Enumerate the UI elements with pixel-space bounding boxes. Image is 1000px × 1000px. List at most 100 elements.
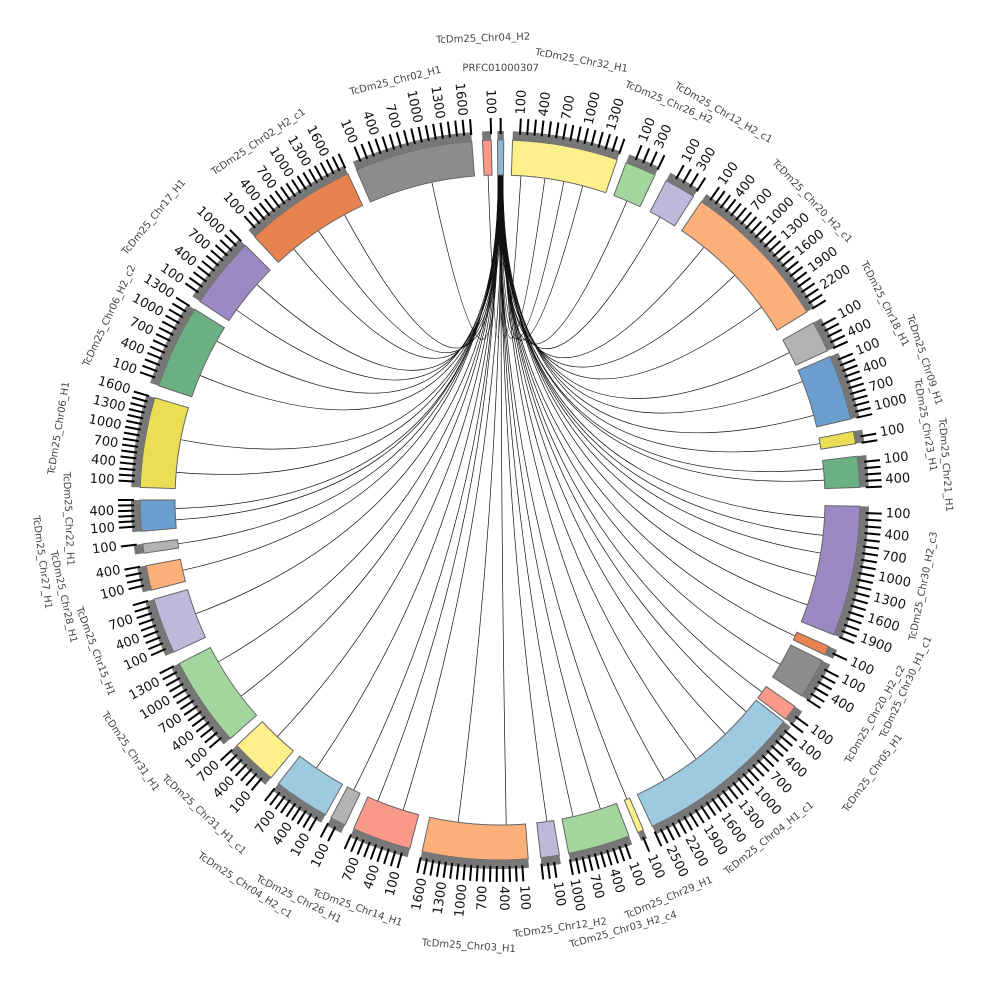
chromosome-segment[interactable]: 10040070010001300160019002200TcDm25_Chr2… bbox=[681, 157, 854, 331]
segment-block[interactable] bbox=[800, 505, 861, 636]
link-ribbon bbox=[344, 175, 503, 349]
segment-block[interactable] bbox=[757, 685, 796, 720]
tick-mark bbox=[856, 413, 873, 419]
tick-mark bbox=[229, 758, 243, 772]
segment-block[interactable] bbox=[145, 558, 186, 591]
segment-block[interactable] bbox=[330, 786, 361, 826]
segment-block[interactable] bbox=[818, 430, 857, 450]
tick-mark bbox=[855, 585, 872, 591]
segment-block[interactable] bbox=[153, 588, 207, 653]
tick-label: 400 bbox=[359, 109, 381, 137]
tick-mark bbox=[761, 754, 775, 768]
segment-block[interactable] bbox=[681, 200, 808, 331]
segment-block[interactable] bbox=[236, 720, 294, 779]
tick-mark bbox=[155, 333, 171, 342]
tick-label: 400 bbox=[95, 563, 122, 582]
tick-mark bbox=[759, 230, 772, 243]
segment-axis bbox=[326, 817, 346, 834]
segment-axis bbox=[352, 132, 472, 170]
segment-block[interactable] bbox=[792, 631, 830, 656]
tick-mark bbox=[482, 865, 486, 882]
tick-label: 100 bbox=[625, 860, 648, 888]
tick-mark bbox=[850, 604, 867, 612]
segment-label: TcDm25_Chr05_H1 bbox=[840, 732, 905, 815]
tick-mark bbox=[147, 642, 164, 651]
tick-mark bbox=[806, 698, 821, 709]
segment-block[interactable] bbox=[352, 796, 420, 850]
segment-block[interactable] bbox=[199, 244, 271, 322]
segment-block[interactable] bbox=[623, 797, 645, 834]
segment-axis bbox=[830, 352, 860, 420]
tick-mark bbox=[145, 636, 162, 645]
segment-block[interactable] bbox=[510, 139, 618, 194]
tick-label: 100 bbox=[122, 650, 151, 674]
segment-block[interactable] bbox=[277, 755, 344, 816]
tick-label: 100 bbox=[89, 472, 115, 488]
tick-mark bbox=[766, 749, 780, 763]
tick-mark bbox=[197, 265, 211, 278]
segment-block[interactable] bbox=[355, 140, 476, 203]
segment-block[interactable] bbox=[253, 173, 364, 264]
tick-label: 700 bbox=[475, 885, 491, 910]
tick-mark bbox=[169, 682, 184, 693]
tick-mark bbox=[839, 358, 856, 367]
tick-mark bbox=[775, 739, 789, 752]
tick-mark bbox=[716, 793, 728, 808]
tick-mark bbox=[553, 861, 558, 878]
segment-block[interactable] bbox=[636, 699, 785, 827]
tick-mark bbox=[285, 182, 297, 198]
chromosome-segment[interactable]: PRFC01000307 bbox=[462, 63, 539, 176]
tick-mark bbox=[604, 133, 611, 150]
tick-mark bbox=[120, 543, 137, 548]
tick-mark bbox=[688, 812, 699, 828]
tick-mark bbox=[683, 815, 693, 831]
segment-block[interactable] bbox=[613, 162, 656, 208]
tick-mark bbox=[659, 828, 669, 844]
segment-axis bbox=[512, 131, 621, 160]
segment-block[interactable] bbox=[481, 139, 493, 176]
tick-label: 100 bbox=[482, 89, 498, 114]
tick-mark bbox=[337, 153, 347, 169]
segment-axis bbox=[171, 663, 231, 745]
segment-block[interactable] bbox=[142, 539, 180, 554]
tick-mark bbox=[599, 851, 607, 868]
tick-mark bbox=[229, 229, 242, 242]
tick-label: 1300 bbox=[91, 393, 127, 415]
tick-mark bbox=[521, 865, 525, 882]
tick-mark bbox=[831, 652, 848, 661]
segment-axis bbox=[701, 194, 815, 312]
segment-block[interactable] bbox=[649, 180, 695, 227]
segment-block[interactable] bbox=[139, 499, 177, 532]
tick-mark bbox=[864, 532, 881, 536]
segment-block[interactable] bbox=[421, 816, 529, 861]
tick-mark bbox=[171, 302, 187, 313]
segment-block[interactable] bbox=[782, 322, 829, 366]
tick-label: 1000 bbox=[87, 412, 122, 433]
segment-block[interactable] bbox=[797, 355, 852, 428]
segment-block[interactable] bbox=[822, 455, 861, 490]
tick-mark bbox=[144, 358, 161, 367]
tick-mark bbox=[593, 853, 600, 870]
segment-block[interactable] bbox=[496, 139, 505, 176]
tick-label: 400 bbox=[861, 355, 889, 377]
segment-axis bbox=[230, 745, 272, 785]
tick-mark bbox=[327, 826, 337, 842]
tick-mark bbox=[852, 598, 869, 605]
segment-block[interactable] bbox=[561, 802, 630, 854]
segment-block[interactable] bbox=[536, 819, 560, 859]
tick-mark bbox=[319, 822, 330, 838]
chromosome-segment[interactable]: 1004007001000130016001900TcDm25_Chr30_H2… bbox=[800, 505, 940, 657]
tick-mark bbox=[119, 467, 136, 471]
tick-mark bbox=[126, 419, 143, 426]
tick-label: 400 bbox=[884, 528, 910, 545]
segment-axis bbox=[497, 131, 504, 141]
tick-mark bbox=[188, 276, 203, 288]
segment-block[interactable] bbox=[771, 644, 823, 697]
